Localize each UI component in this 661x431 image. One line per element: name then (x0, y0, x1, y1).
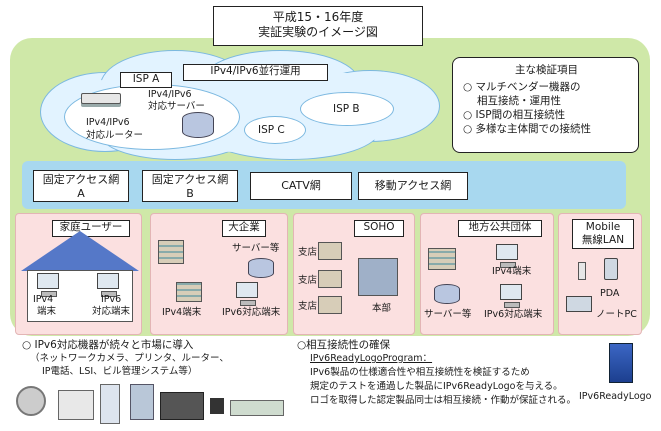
ipv6-ready-program: IPv6ReadyLogoProgram： (310, 353, 433, 364)
home-pc2-label-line1: IPv6 (101, 294, 122, 305)
server-cylinder-icon (434, 284, 460, 304)
router-label-line1: IPv4/IPv6 (86, 117, 130, 128)
bullet-icon: ○ (463, 81, 473, 94)
house-roof-icon (21, 231, 139, 271)
office-building-icon (176, 282, 202, 302)
building-system-icon (210, 398, 224, 414)
pc-icon (496, 244, 518, 268)
isp-b-label: ISP B (333, 103, 360, 115)
isp-c-region (244, 116, 306, 144)
bottom-left-sub2: IP電話、LSI、ビル管理システム等） (42, 366, 198, 377)
lsi-chip-icon (160, 392, 204, 420)
pda-icon (604, 258, 618, 280)
title-line1: 平成15・16年度 (272, 10, 364, 24)
pc-icon (500, 284, 522, 308)
router-device-icon (100, 384, 120, 424)
ipv6-ready-logo-icon (609, 343, 633, 383)
branch-shop-icon (318, 270, 342, 288)
laptop-icon (566, 296, 592, 312)
verification-item-2: ○ ISP間の相互接続性 (463, 109, 566, 122)
soho-branch2-label: 支店 (298, 275, 318, 286)
soho-branch1-label: 支店 (298, 247, 318, 258)
panel-enterprise-title: 大企業 (222, 220, 266, 237)
bottom-left-sub1: （ネットワークカメラ、プリンタ、ルーター、 (30, 353, 229, 364)
mobile-pda-label: PDA (600, 288, 620, 299)
office-building-icon (428, 248, 456, 270)
bottom-right-line2: 規定のテストを通過した製品にIPv6ReadyLogoを与える。 (310, 381, 563, 392)
bullet-icon: ○ (463, 123, 473, 136)
pc-icon (37, 273, 59, 297)
pc-icon (97, 273, 119, 297)
verification-item-1-cont: 相互接続・運用性 (477, 95, 561, 108)
server-label-line2: 対応サーバー (148, 101, 205, 112)
soho-hq-label: 本部 (372, 303, 392, 314)
server-label-line1: IPv4/IPv6 (148, 89, 192, 100)
server-cylinder-icon (182, 112, 214, 138)
verification-title: 主な検証項目 (515, 64, 578, 76)
verification-item-1: ○ マルチベンダー機器の (463, 81, 581, 94)
mobile-notepc-label: ノートPC (596, 309, 637, 320)
branch-shop-icon (318, 296, 342, 314)
io-module-icon (230, 400, 284, 416)
isp-a-label: ISP A (120, 72, 172, 88)
server-cylinder-icon (248, 258, 274, 278)
ip-phone-icon (130, 384, 154, 420)
ipv6-ready-logo-label: IPv6ReadyLogo (579, 391, 652, 402)
bottom-right-line3: ロゴを取得した認定製品同士は相互接続・作動が保証される。 (310, 395, 577, 406)
enterprise-term1-label: IPv4端末 (162, 307, 202, 318)
bottom-left-heading: ○ IPv6対応機器が続々と市場に導入 (22, 339, 194, 351)
pc-icon (236, 282, 258, 306)
panel-local-gov-title: 地方公共団体 (458, 220, 542, 237)
enterprise-server-label: サーバー等 (232, 243, 280, 254)
verification-box: 主な検証項目 ○ マルチベンダー機器の 相互接続・運用性 ○ ISP間の相互接続… (452, 57, 639, 153)
isp-c-label: ISP C (258, 124, 285, 136)
printer-icon (58, 390, 94, 420)
home-pc2-label-line2: 対応端末 (92, 306, 131, 317)
diagram-title: 平成15・16年度 実証実験のイメージ図 (213, 6, 423, 46)
verification-item-3: ○ 多様な主体間での接続性 (463, 123, 592, 136)
bullet-icon: ○ (463, 109, 473, 122)
local-gov-server-label: サーバー等 (424, 309, 472, 320)
office-building-icon (158, 240, 184, 264)
enterprise-term2-label: IPv6対応端末 (222, 307, 281, 318)
parallel-operation-label: IPv4/IPv6並行運用 (183, 64, 328, 81)
router-label-line2: 対応ルーター (86, 130, 144, 141)
home-pc1-label-line2: 端末 (37, 306, 57, 317)
network-camera-icon (16, 386, 46, 416)
title-line2: 実証実験のイメージ図 (258, 25, 378, 39)
access-net-catv: CATV網 (250, 172, 352, 200)
access-net-mobile: 移動アクセス網 (358, 172, 468, 200)
soho-branch3-label: 支店 (298, 301, 318, 312)
local-gov-term2-label: IPv6対応端末 (484, 309, 543, 320)
home-pc1-label-line1: IPv4 (33, 294, 54, 305)
branch-shop-icon (318, 242, 342, 260)
headquarters-building-icon (358, 258, 398, 296)
local-gov-term1-label: IPv4端末 (492, 266, 532, 277)
panel-soho-title: SOHO (354, 220, 404, 237)
router-icon (81, 93, 121, 104)
isp-b-region (300, 92, 394, 126)
bottom-right-line1: IPv6製品の仕様適合性や相互接続性を検証するため (310, 367, 530, 378)
bottom-right-heading: ○相互接続性の確保 (297, 339, 391, 351)
antenna-icon (578, 262, 586, 280)
